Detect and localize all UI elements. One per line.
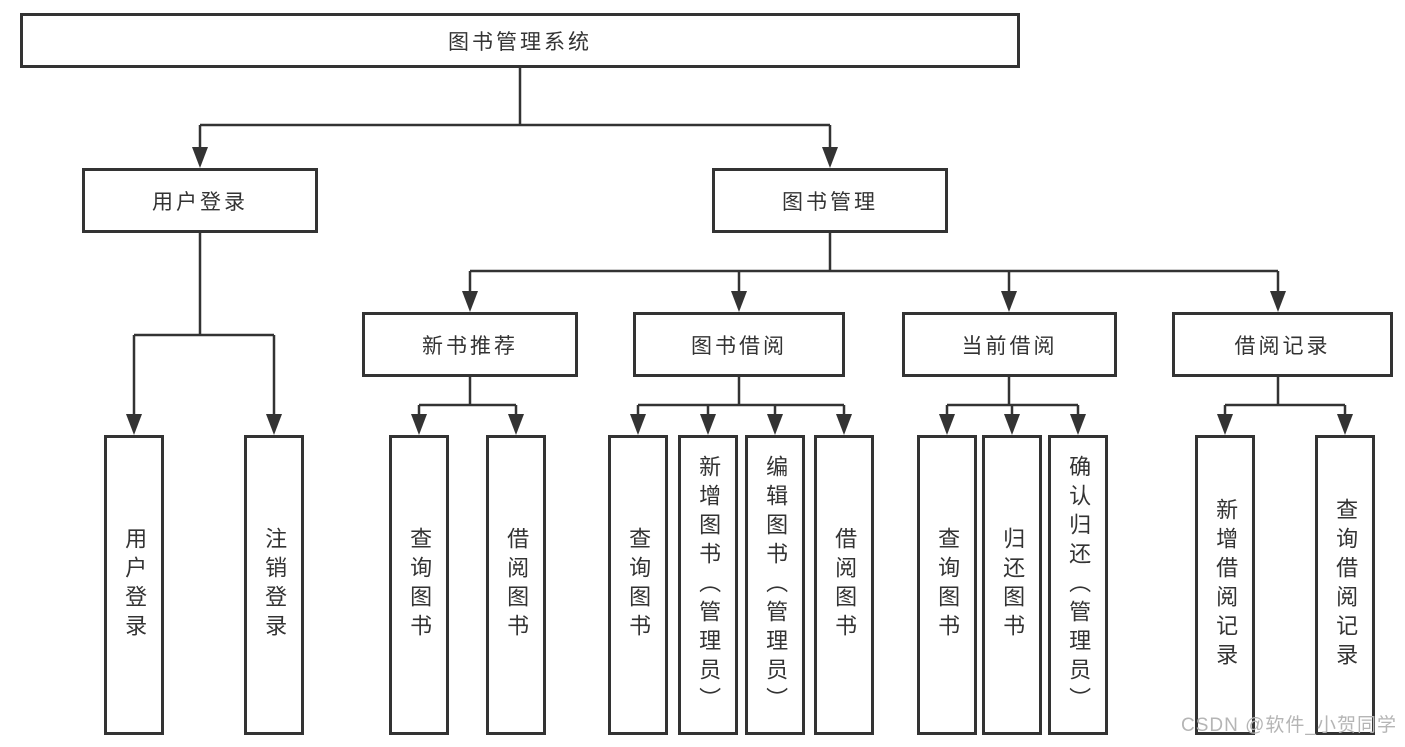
csdn-watermark: CSDN @软件_小贺同学: [1181, 715, 1397, 736]
leaf-borrow-books-newbook: 借阅图书: [486, 435, 546, 735]
leaf-label: 查询借阅记录: [1333, 498, 1359, 672]
leaf-label: 新增借阅记录: [1213, 498, 1239, 672]
node-library-management-system: 图书管理系统: [20, 13, 1020, 68]
leaf-label: 查询图书: [407, 527, 433, 643]
leaf-label: 用户登录: [122, 527, 148, 643]
leaf-query-books-borrowing: 查询图书: [608, 435, 668, 735]
leaf-add-borrow-record: 新增借阅记录: [1195, 435, 1255, 735]
node-label: 借阅记录: [1234, 334, 1331, 358]
leaf-label: 借阅图书: [832, 527, 858, 643]
leaf-label: 确认归还（管理员）: [1066, 454, 1092, 716]
leaf-label: 借阅图书: [504, 527, 530, 643]
leaf-label: 新增图书（管理员）: [696, 454, 722, 716]
node-user-login: 用户登录: [82, 168, 318, 233]
node-label: 图书借阅: [691, 334, 787, 358]
leaf-query-books-current: 查询图书: [917, 435, 977, 735]
node-label: 当前借阅: [961, 334, 1058, 358]
leaf-label: 查询图书: [935, 527, 961, 643]
leaf-logout: 注销登录: [244, 435, 304, 735]
node-book-borrowing: 图书借阅: [633, 312, 845, 377]
leaf-user-login: 用户登录: [104, 435, 164, 735]
node-current-borrowing: 当前借阅: [902, 312, 1117, 377]
node-new-book-recommend: 新书推荐: [362, 312, 578, 377]
node-book-management: 图书管理: [712, 168, 948, 233]
leaf-edit-book-admin: 编辑图书（管理员）: [745, 435, 805, 735]
leaf-query-books-newbook: 查询图书: [389, 435, 449, 735]
leaf-confirm-return-admin: 确认归还（管理员）: [1048, 435, 1108, 735]
node-label: 图书管理: [782, 190, 878, 214]
leaf-label: 归还图书: [1000, 527, 1026, 643]
node-borrowing-records: 借阅记录: [1172, 312, 1393, 377]
node-label: 新书推荐: [422, 334, 518, 358]
node-label: 用户登录: [152, 190, 248, 214]
arrowheads: [126, 147, 1353, 435]
leaf-label: 编辑图书（管理员）: [763, 454, 789, 716]
leaf-add-book-admin: 新增图书（管理员）: [678, 435, 738, 735]
leaf-label: 注销登录: [262, 527, 288, 643]
leaf-return-book: 归还图书: [982, 435, 1042, 735]
leaf-borrow-books-borrowing: 借阅图书: [814, 435, 874, 735]
node-label: 图书管理系统: [448, 30, 592, 54]
leaf-query-borrow-record: 查询借阅记录: [1315, 435, 1375, 735]
leaf-label: 查询图书: [626, 527, 652, 643]
